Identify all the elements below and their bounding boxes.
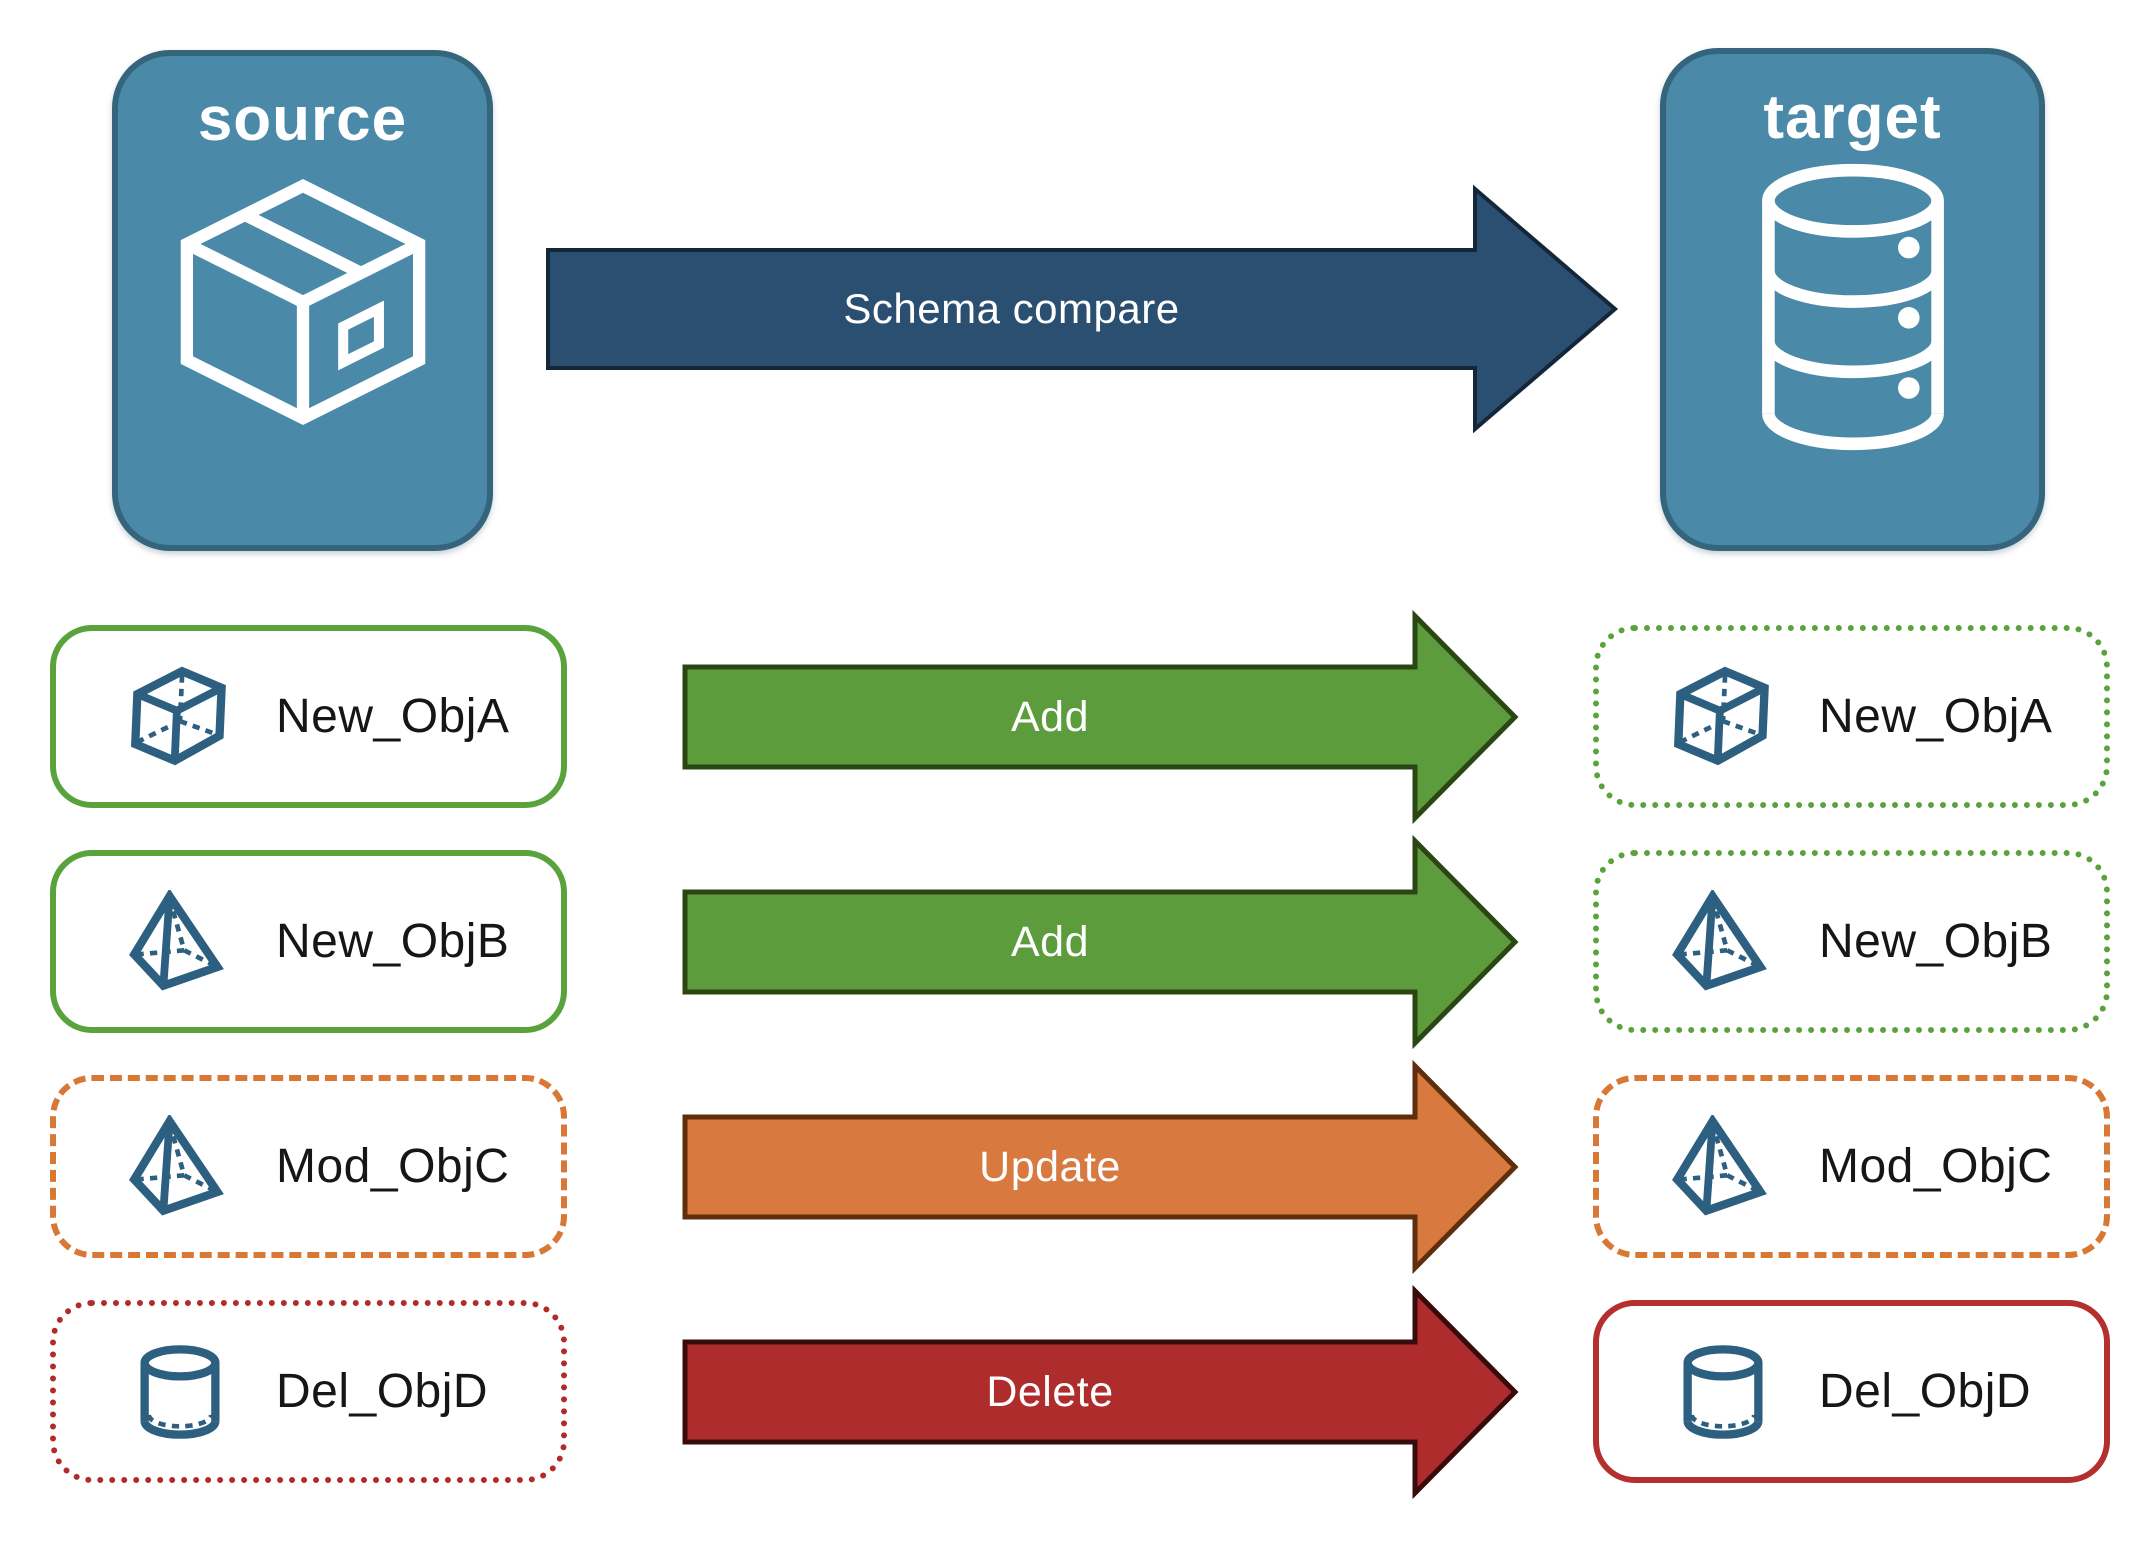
delete-arrow-label: Delete [986, 1368, 1114, 1416]
source-panel: source [112, 50, 493, 551]
delete-arrow [682, 1284, 1519, 1500]
update-arrow-label: Update [979, 1143, 1121, 1191]
source-object-box-new-obja: New_ObjA [50, 625, 567, 808]
database-icon [1742, 154, 1964, 460]
target-object-box-mod-objc: Mod_ObjC [1593, 1075, 2110, 1258]
object-label: New_ObjB [276, 915, 510, 968]
object-label: New_ObjA [1819, 690, 2053, 743]
cylinder-icon [128, 1340, 232, 1444]
source-panel-title: source [197, 85, 408, 154]
object-label: Mod_ObjC [1819, 1140, 2053, 1193]
cylinder-icon [1671, 1340, 1775, 1444]
target-panel-title: target [1763, 83, 1942, 152]
source-object-box-new-objb: New_ObjB [50, 850, 567, 1033]
source-object-box-mod-objc: Mod_ObjC [50, 1075, 567, 1258]
cube-icon [128, 665, 232, 769]
pyramid-icon [128, 1115, 232, 1219]
add-arrow-label-row1: Add [1010, 693, 1089, 741]
add-arrow-label-row2: Add [1010, 918, 1089, 966]
object-label: Mod_ObjC [276, 1140, 510, 1193]
pyramid-icon [1671, 1115, 1775, 1219]
source-object-box-del-objd: Del_ObjD [50, 1300, 567, 1483]
schema-compare-arrow-label: Schema compare [843, 285, 1180, 332]
target-panel: target [1660, 48, 2045, 551]
pyramid-icon [128, 890, 232, 994]
update-arrow [682, 1059, 1519, 1275]
add-arrow-row2 [682, 834, 1519, 1050]
object-label: Del_ObjD [1819, 1365, 2032, 1418]
object-label: New_ObjA [276, 690, 510, 743]
target-object-box-del-objd: Del_ObjD [1593, 1300, 2110, 1483]
object-label: Del_ObjD [276, 1365, 489, 1418]
cube-icon [1671, 665, 1775, 769]
add-arrow-row1 [682, 609, 1519, 825]
target-object-box-new-obja: New_ObjA [1593, 625, 2110, 808]
object-label: New_ObjB [1819, 915, 2053, 968]
package-box-icon [169, 168, 437, 436]
pyramid-icon [1671, 890, 1775, 994]
target-object-box-new-objb: New_ObjB [1593, 850, 2110, 1033]
schema-compare-arrow [546, 184, 1619, 434]
